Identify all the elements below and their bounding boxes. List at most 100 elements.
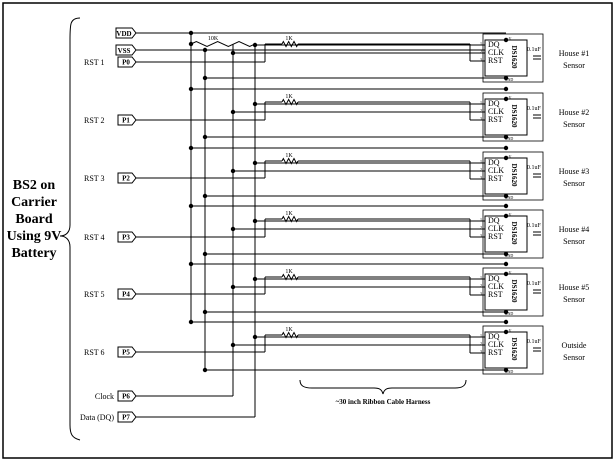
capacitor-label: 0.1uF (527, 339, 542, 345)
series-resistor-label: 1K (285, 211, 293, 217)
pin-number: 1 (480, 275, 482, 280)
bus-pin-box (117, 390, 137, 402)
sensor-label: Sensor (563, 295, 585, 304)
vss-pin: VSS (115, 44, 137, 56)
vdd-mark: +V (506, 212, 511, 217)
sensor-enclosure (482, 209, 544, 259)
pin-number: 2 (480, 283, 482, 288)
io-pin-box (117, 114, 137, 126)
chip-name: DS1620 (510, 105, 518, 128)
chip-pin-label: CLK (488, 282, 504, 291)
capacitor-label: 0.1uF (527, 281, 542, 287)
series-resistor-label: 1K (285, 36, 293, 42)
io-pin-box (117, 231, 137, 243)
sensor-label: House #4 (559, 225, 589, 234)
pin-number: 2 (480, 49, 482, 54)
harness-label: ~30 inch Ribbon Cable Harness (336, 398, 431, 406)
chip-pin-label: DQ (488, 332, 500, 341)
gnd-label: GND (505, 369, 514, 374)
pin-number: 2 (480, 167, 482, 172)
junction-dot (503, 145, 509, 151)
sensor-label: House #3 (559, 167, 589, 176)
sensor-label: Sensor (563, 61, 585, 70)
ds1620-chip (484, 215, 528, 253)
series-resistor (281, 273, 299, 281)
board-label: BS2 on Carrier Board Using 9V Battery (7, 178, 62, 261)
board-label-line: Carrier (11, 195, 57, 210)
sensor-enclosure (482, 33, 544, 83)
pin-number: 1 (480, 100, 482, 105)
ds1620-chip (484, 98, 528, 136)
junction-dot (202, 251, 208, 257)
series-resistor (281, 40, 299, 48)
gnd-label: GND (505, 311, 514, 316)
series-resistor (281, 215, 299, 223)
io-pin-box-text: P1 (122, 117, 130, 125)
gnd-label: GND (505, 136, 514, 141)
chip-pin-label: CLK (488, 48, 504, 57)
pin-number: 2 (480, 225, 482, 230)
junction-dot (503, 329, 509, 335)
sensor-label: Sensor (563, 120, 585, 129)
junction-dot (503, 96, 509, 102)
sensor-enclosure (482, 92, 544, 142)
junction-dot (188, 86, 194, 92)
bus-pin-box-text: P6 (122, 393, 130, 401)
junction-dot (188, 203, 194, 209)
sensor-label: House #2 (559, 108, 589, 117)
io-pin-box-text: P0 (122, 59, 130, 67)
bus-label: Data (DQ) (80, 413, 114, 422)
pin-number: 2 (480, 341, 482, 346)
capacitor-label: 0.1uF (527, 165, 542, 171)
chip-pin-label: RST (488, 174, 503, 183)
rst-label: RST 6 (84, 348, 105, 357)
io-pin-box-text: P3 (122, 234, 130, 242)
harness-brace (299, 379, 467, 395)
junction-dot (503, 261, 509, 267)
pin-number: 1 (480, 41, 482, 46)
junction-dot (202, 309, 208, 315)
pin-number: 3 (480, 349, 482, 354)
pin-number: 3 (480, 291, 482, 296)
series-resistor-label: 1K (285, 94, 293, 100)
vdd-mark: +V (506, 154, 511, 159)
sensor-enclosure (482, 267, 544, 317)
svg-text:VSS: VSS (118, 47, 131, 55)
chip-pin-label: RST (488, 56, 503, 65)
gnd-label: GND (505, 195, 514, 200)
sensor-label: Sensor (563, 179, 585, 188)
rst-label: RST 2 (84, 116, 105, 125)
chip-pin-label: CLK (488, 340, 504, 349)
pin-number: 2 (480, 108, 482, 113)
bus-pin-box (117, 411, 137, 423)
chip-pin-label: RST (488, 115, 503, 124)
chip-pin-label: DQ (488, 274, 500, 283)
junction-dot (202, 134, 208, 140)
series-resistor (281, 98, 299, 106)
chip-pin-label: CLK (488, 224, 504, 233)
vdd-mark: +V (506, 95, 511, 100)
capacitor-label: 0.1uF (527, 223, 542, 229)
sensor-enclosure (482, 325, 544, 375)
junction-dot (503, 203, 509, 209)
chip-pin-label: RST (488, 348, 503, 357)
board-label-line: Battery (11, 246, 56, 261)
rst-label: RST 1 (84, 58, 105, 67)
io-pin-box (117, 346, 137, 358)
ds1620-chip (484, 331, 528, 369)
capacitor-label: 0.1uF (527, 106, 542, 112)
chip-pin-label: DQ (488, 158, 500, 167)
pin-number: 3 (480, 175, 482, 180)
chip-pin-label: DQ (488, 216, 500, 225)
io-pin-box (117, 288, 137, 300)
sensor-enclosure (482, 151, 544, 201)
junction-dot (202, 75, 208, 81)
chip-pin-label: DQ (488, 40, 500, 49)
vdd-mark: +V (506, 328, 511, 333)
vdd-pin: VDD (115, 27, 137, 39)
junction-dot (503, 319, 509, 325)
